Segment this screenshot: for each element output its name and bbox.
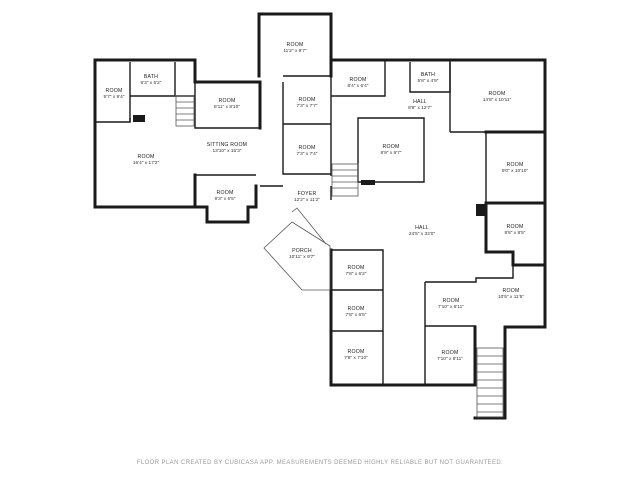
room-label: PORCH: [292, 248, 312, 254]
room-dim: 7'3" x 7'4": [297, 151, 318, 157]
room-label: ROOM: [443, 298, 460, 304]
room-label: ROOM: [489, 91, 506, 97]
room-label: FOYER: [298, 191, 317, 197]
room-dim: 8'11" x 8'10": [214, 104, 240, 110]
room-label: ROOM: [348, 306, 365, 312]
room-label: ROOM: [217, 190, 234, 196]
room-dim: 12'2" x 11'2": [294, 197, 320, 203]
room-label: HALL: [415, 225, 429, 231]
room-label: ROOM: [287, 42, 304, 48]
room-label: ROOM: [348, 265, 365, 271]
room-label: ROOM: [348, 349, 365, 355]
room-label: BATH: [421, 72, 435, 78]
footer-disclaimer: FLOOR PLAN CREATED BY CUBICASA APP. MEAS…: [136, 460, 504, 466]
room-dim: 8'8" x 12'7": [408, 105, 432, 111]
stairs: [175, 95, 504, 418]
room-dim: 8'9" x 9'7": [381, 150, 402, 156]
room-label: ROOM: [383, 144, 400, 150]
room-dim: 13'10" x 15'3": [213, 148, 242, 154]
room-label: ROOM: [507, 224, 524, 230]
room-dim: 9'0" x 10'10": [502, 168, 529, 174]
room-dim: 9'3" x 6'5": [215, 196, 236, 202]
room-label: ROOM: [503, 288, 520, 294]
room-label: ROOM: [442, 350, 459, 356]
room-label: ROOM: [350, 77, 367, 83]
chimney-marks: [133, 115, 486, 216]
room-label: ROOM: [106, 88, 123, 94]
room-label: BATH: [144, 74, 158, 80]
interior-walls: [96, 60, 514, 384]
room-dim: 5'8" x 4'9": [418, 78, 439, 84]
room-dim: 8'8" x 8'5": [505, 230, 526, 236]
room-label: ROOM: [299, 145, 316, 151]
room-dim: 15'4" x 17'2": [133, 160, 160, 166]
room-dim: 7'8" x 7'10": [344, 355, 368, 361]
porch: [263, 207, 331, 291]
room-dim: 14'8" x 10'11": [483, 97, 512, 103]
room-dim: 11'2" x 9'7": [283, 48, 307, 54]
room-dim: 6'3" x 5'2": [141, 80, 162, 86]
room-dim: 7'10" x 6'11": [438, 304, 464, 310]
room-dim: 8'4" x 6'4": [348, 83, 369, 89]
room-label: ROOM: [219, 98, 236, 104]
room-label: ROOM: [507, 162, 524, 168]
room-labels: ROOM 11'2" x 9'7" BATH 6'3" x 5'2" ROOM …: [104, 42, 529, 362]
room-dim: 24'5" x 32'0": [409, 231, 436, 237]
room-dim: 5'7" x 9'4": [104, 94, 125, 100]
room-dim: 7'3" x 7'7": [297, 103, 318, 109]
exterior-walls: [93, 12, 547, 420]
room-label: ROOM: [138, 154, 155, 160]
room-dim: 10'11" x 9'7": [289, 254, 315, 260]
room-dim: 7'8" x 6'5": [346, 312, 367, 318]
room-dim: 7'10" x 8'11": [437, 356, 463, 362]
room-dim: 7'8" x 6'2": [346, 271, 367, 277]
room-label: ROOM: [299, 97, 316, 103]
room-label: SITTING ROOM: [207, 142, 247, 148]
room-dim: 10'5" x 11'5": [498, 294, 524, 300]
room-label: HALL: [413, 99, 427, 105]
